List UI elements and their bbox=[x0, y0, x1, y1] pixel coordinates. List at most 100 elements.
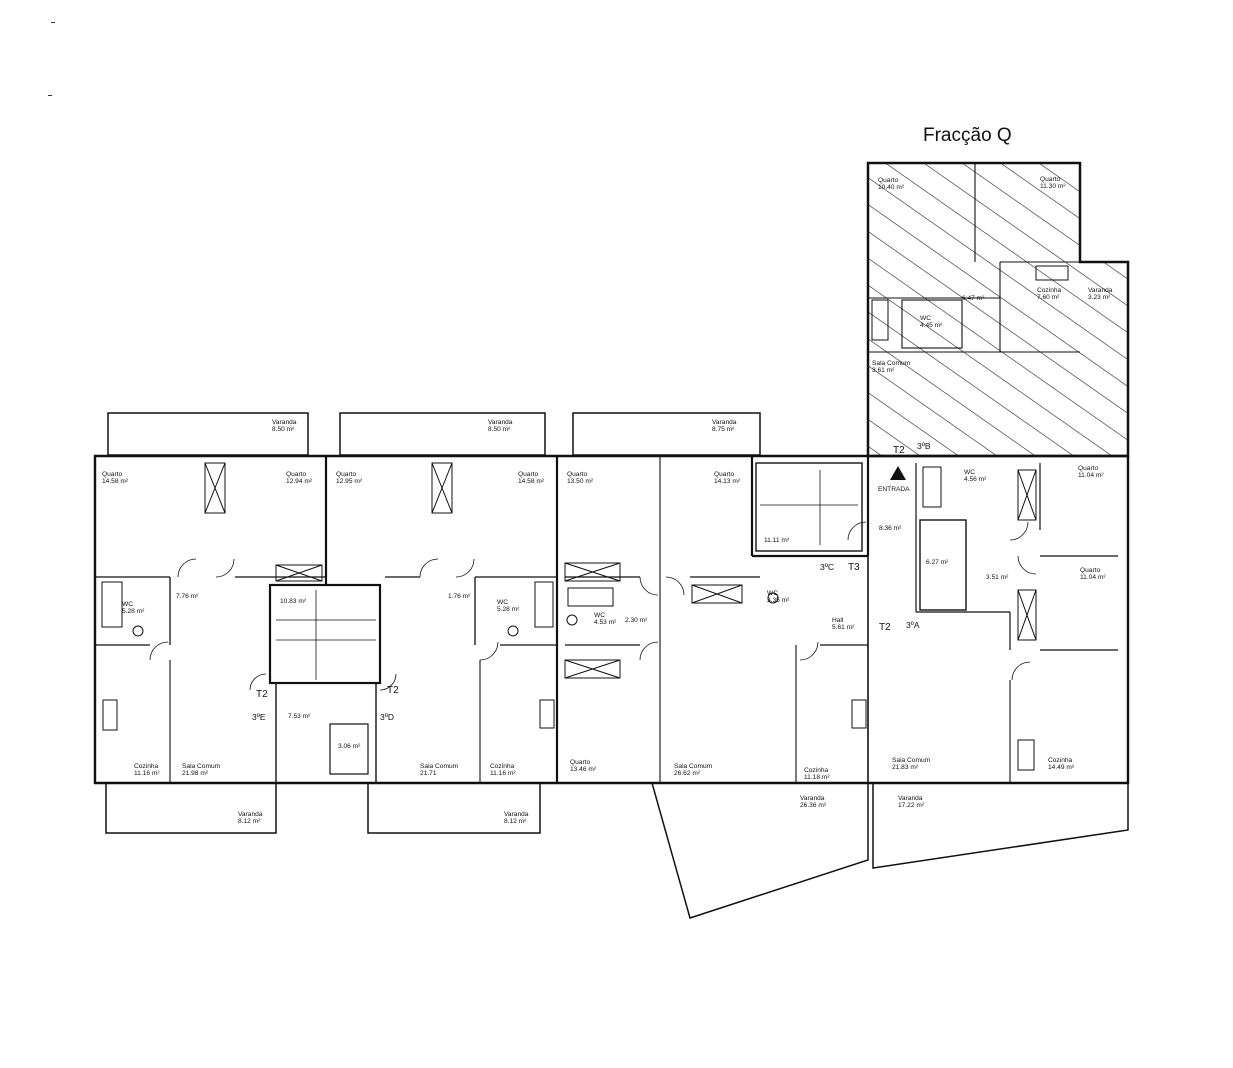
unit-name: 3ºC bbox=[820, 562, 834, 572]
room-name: Cozinha bbox=[490, 763, 515, 770]
unit-type: T2 bbox=[893, 445, 905, 456]
room-area: 8.75 m² bbox=[712, 426, 735, 433]
room-area: 26.62 m² bbox=[674, 770, 701, 777]
unit-type: T2 bbox=[387, 685, 399, 696]
room-name: Varanda bbox=[1088, 287, 1113, 294]
room-area: 11.16 m² bbox=[490, 770, 516, 777]
room-label: 7.76 m² bbox=[176, 593, 199, 600]
room-area: 12.94 m² bbox=[286, 478, 313, 485]
room-area: 8.12 m² bbox=[238, 818, 261, 825]
room-label: 11.11 m² bbox=[764, 537, 790, 544]
room-area: 21.98 m² bbox=[182, 770, 209, 777]
room-area: 14.49 m² bbox=[1048, 764, 1075, 771]
room-label: 1.76 m² bbox=[448, 593, 471, 600]
balcony-outline bbox=[872, 782, 1129, 869]
room-area: 5.28 m² bbox=[122, 608, 145, 615]
margin-mark bbox=[48, 95, 52, 96]
room-label: 7.53 m² bbox=[288, 713, 311, 720]
balcony-outline bbox=[105, 782, 277, 834]
room-name: Varanda bbox=[504, 811, 529, 818]
room-area: 11.30 m² bbox=[1040, 183, 1066, 190]
room-area: 3.23 m² bbox=[1088, 294, 1111, 301]
room-area: 4.53 m² bbox=[594, 619, 617, 626]
room-name: Quarto bbox=[518, 471, 538, 478]
room-name: WC bbox=[594, 612, 605, 619]
room-name: Varanda bbox=[712, 419, 737, 426]
fraction-q-area bbox=[866, 161, 1130, 458]
room-name: WC bbox=[964, 469, 975, 476]
room-name: Quarto bbox=[1080, 567, 1100, 574]
unit-type: T2 bbox=[879, 622, 891, 633]
room-name: Varanda bbox=[800, 795, 825, 802]
room-area: 21.71 bbox=[420, 770, 437, 777]
room-area: 8.50 m² bbox=[272, 426, 295, 433]
room-area: 5.28 m² bbox=[497, 606, 520, 613]
room-name: Varanda bbox=[272, 419, 297, 426]
room-area: 11.04 m² bbox=[1078, 472, 1104, 479]
room-area: 4.45 m² bbox=[920, 322, 943, 329]
room-area: 13.46 m² bbox=[570, 766, 597, 773]
room-label: 10.83 m² bbox=[280, 598, 307, 605]
entrance-label: ENTRADA bbox=[878, 486, 910, 493]
room-area: 14.58 m² bbox=[518, 478, 545, 485]
unit-type: T3 bbox=[848, 562, 860, 573]
unit-name: 3ºB bbox=[917, 441, 931, 451]
entrance-icon bbox=[890, 466, 906, 480]
room-area: 10.40 m² bbox=[878, 184, 905, 191]
room-name: Quarto bbox=[336, 471, 356, 478]
room-label: 3.51 m² bbox=[986, 574, 1009, 581]
room-label: 3.06 m² bbox=[338, 743, 361, 750]
room-area: 3.61 m² bbox=[872, 367, 895, 374]
unit-name: 3ºE bbox=[252, 712, 266, 722]
room-area: 12.95 m² bbox=[336, 478, 363, 485]
room-name: Varanda bbox=[238, 811, 263, 818]
unit-type: T2 bbox=[256, 689, 268, 700]
room-area: 8.12 m² bbox=[504, 818, 527, 825]
room-name: Cozinha bbox=[134, 763, 159, 770]
room-name: Quarto bbox=[102, 471, 122, 478]
room-area: 14.13 m² bbox=[714, 478, 741, 485]
room-area: 5.61 m² bbox=[832, 624, 855, 631]
room-area: 11.04 m² bbox=[1080, 574, 1106, 581]
room-area: 11.18 m² bbox=[804, 774, 830, 781]
room-name: Sala Comum bbox=[674, 763, 713, 770]
room-name: Quarto bbox=[567, 471, 587, 478]
room-name: Sala Comum bbox=[420, 763, 459, 770]
room-area: 13.50 m² bbox=[567, 478, 594, 485]
room-name: Varanda bbox=[898, 795, 923, 802]
room-name: Sala Comum bbox=[892, 757, 931, 764]
room-label: 6.27 m² bbox=[926, 559, 949, 566]
room-label: 2.30 m² bbox=[625, 617, 648, 624]
room-name: Varanda bbox=[488, 419, 513, 426]
balcony-outline bbox=[651, 782, 869, 919]
building-outline bbox=[93, 454, 1130, 785]
room-name: Quarto bbox=[1040, 176, 1060, 183]
room-name: Sala Comum bbox=[872, 360, 911, 367]
room-area: 7.60 m² bbox=[1037, 294, 1060, 301]
